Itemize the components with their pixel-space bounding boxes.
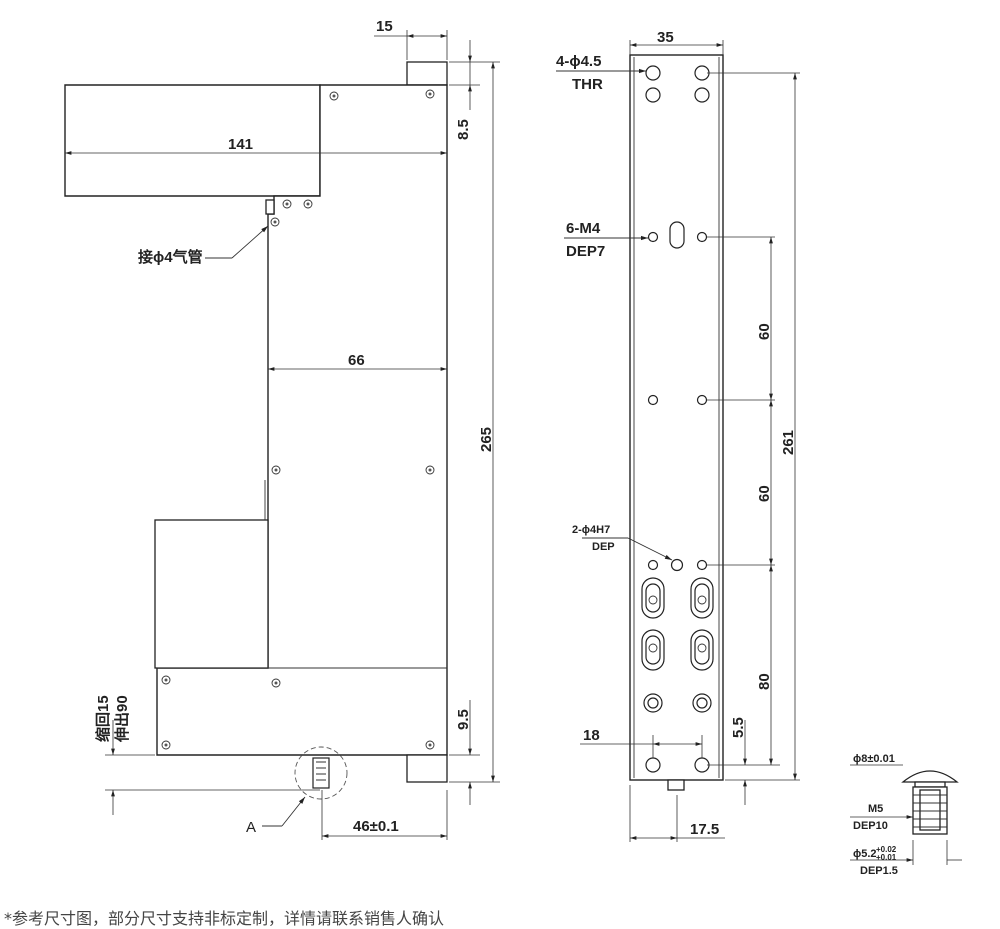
front-plate-view: 35 4-ϕ4.5 THR 6-M4 DEP7 2-ϕ4H7 DEP 60 60… [556,29,800,842]
footer-note: *参考尺寸图，部分尺寸支持非标定制，详情请联系销售人确认 [4,909,445,928]
top-end-block [406,61,448,86]
dim-261-label: 261 [780,430,797,455]
dim-15-label: 15 [376,18,393,35]
pin-detail: ϕ8±0.01 M5 DEP10 ϕ5.2 +0.02 +0.01 DEP1.5 [850,753,962,877]
bottom-end-block [406,754,448,783]
m4-callout: 6-M4 [566,220,601,237]
lower-side-block [154,519,269,669]
counterbore-holes [643,693,712,713]
dim-66-label: 66 [348,352,365,369]
thru-hole-callout-2: THR [572,76,603,93]
pin-hole [670,558,684,572]
pin-head [901,770,959,783]
dim-60a-label: 60 [756,323,773,340]
detail-a-circle [294,746,348,800]
stroke-extend-label: 伸出90 [113,695,131,743]
dim-55-label: 5.5 [730,717,747,738]
dim-60b-label: 60 [756,485,773,502]
adjust-slots [641,577,714,671]
dim-35-label: 35 [657,29,674,46]
air-connector-callout: 接ϕ4气管 [138,248,203,266]
bottom-tab [667,779,685,791]
dim-80-label: 80 [756,673,773,690]
mounting-plate [629,54,724,781]
m4-callout-2: DEP7 [566,243,605,260]
pin-callout-2: DEP [592,541,615,553]
m4-holes [647,231,708,571]
dim-175-label: 17.5 [690,821,719,838]
detail-a-label: A [246,819,256,836]
stroke-retract-label: 缩回15 [94,695,112,742]
detail-counter-dia-label: ϕ5.2 [853,848,877,860]
connector-step [265,199,275,215]
detail-thread-label: M5 [868,803,883,815]
pin-callout: 2-ϕ4H7 [572,524,610,536]
left-side-view: 15 141 66 265 8.5 9.5 46±0.1 缩回15 [64,18,500,840]
detail-tol-upper: +0.02 [876,845,897,854]
dim-95-label: 9.5 [455,709,472,730]
dim-141-label: 141 [228,136,253,153]
detail-thread-dep-label: DEP10 [853,820,888,832]
dim-265-label: 265 [478,427,495,452]
detail-dia-label: ϕ8±0.01 [853,753,895,765]
dim-46-label: 46±0.1 [353,818,399,835]
center-slot [669,221,685,249]
detail-tol-lower: +0.01 [876,853,897,862]
screw-holes [161,89,435,750]
dim-18-label: 18 [583,727,600,744]
dim-85-label: 8.5 [455,119,472,140]
detail-counter-dep-label: DEP1.5 [860,865,898,877]
thru-hole-callout: 4-ϕ4.5 [556,53,601,70]
upper-arm [64,84,321,197]
